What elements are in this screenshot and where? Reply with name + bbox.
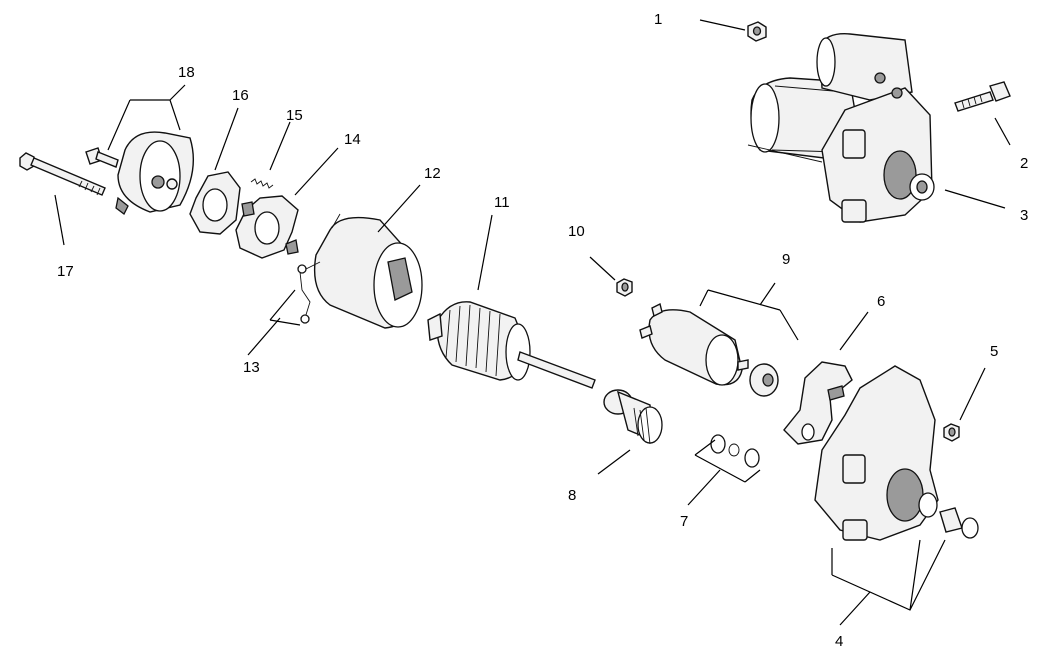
through-bolt-2-drawing [954,81,1011,112]
callout-9: 9 [782,251,790,268]
callout-17: 17 [57,263,74,280]
callout-3: 3 [1020,207,1028,224]
end-plate-16-drawing [189,171,241,235]
callout-14: 14 [344,131,361,148]
callout-13: 13 [243,359,260,376]
starter-assembly-drawing [747,33,935,223]
leader-6 [839,311,869,351]
leader-16 [214,107,239,171]
leader-9 [699,282,799,341]
solenoid-9-drawing [639,302,779,397]
field-frame-12-drawing [297,213,423,329]
callout-12: 12 [424,165,441,182]
callout-18: 18 [178,64,195,81]
leader-17 [54,194,65,246]
washers-7-drawing [710,434,760,468]
callout-labels: 1 2 3 4 5 6 7 8 9 10 11 12 13 14 15 16 1… [57,11,1028,650]
leader-15 [269,121,291,171]
leader-4 [831,539,946,626]
leader-14 [294,147,339,196]
callout-5: 5 [990,343,998,360]
callout-15: 15 [286,107,303,124]
leader-12 [377,184,421,233]
shift-lever-6-drawing [783,361,853,445]
callout-8: 8 [568,487,576,504]
callout-1: 1 [654,11,662,28]
callout-4: 4 [835,633,843,650]
drive-pinion-8-drawing [603,389,663,445]
callout-16: 16 [232,87,249,104]
brush-holder-14-drawing [235,195,299,259]
spring-15-drawing [250,178,274,189]
nut-10-drawing [616,278,633,297]
drive-housing-4-drawing [814,365,979,541]
leader-13 [247,289,301,356]
leader-1 [699,19,746,31]
leader-11 [477,214,493,291]
leader-lines [54,19,1011,626]
callout-11: 11 [494,194,510,211]
leader-5 [959,367,986,421]
nut-1-drawing [747,21,767,42]
leader-2 [994,117,1011,146]
callout-2: 2 [1020,155,1028,172]
callout-10: 10 [568,223,585,240]
leader-8 [597,449,631,475]
leader-3 [944,189,1006,209]
leader-10 [589,256,616,281]
leader-18 [107,84,186,151]
nut-5-drawing [943,423,960,442]
armature-11-drawing [427,301,596,389]
callout-6: 6 [877,293,885,310]
end-cap-18-drawing [85,131,195,215]
long-bolt-17-drawing [19,152,106,196]
leader-7 [687,439,761,506]
callout-7: 7 [680,513,688,530]
